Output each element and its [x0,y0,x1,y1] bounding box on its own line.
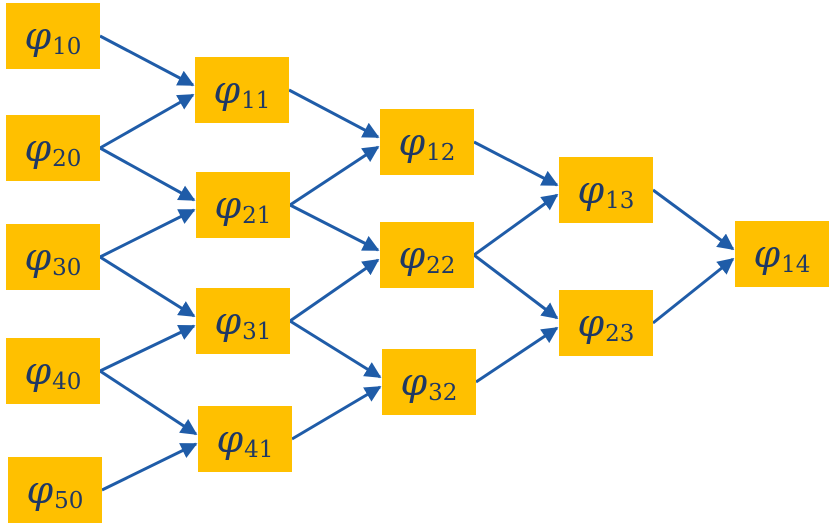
edge-phi50-phi41 [101,442,198,492]
edge-phi21-phi22 [289,203,380,252]
edge-phi13-phi14 [652,188,735,251]
phi-subscript: 21 [242,202,272,229]
edge-phi12-phi13 [473,140,559,187]
edge-phi20-phi21 [99,146,196,202]
phi-symbol: φ [753,232,781,276]
edge-phi23-phi14 [652,257,735,325]
phi-symbol: φ [24,349,52,393]
phi-subscript: 12 [426,139,456,166]
phi-subscript: 13 [605,187,635,214]
phi-symbol: φ [24,14,52,58]
phi-subscript: 32 [428,379,458,406]
phi-subscript: 10 [52,33,82,60]
edge-phi40-phi41 [99,369,198,436]
phi-subscript: 22 [426,252,456,279]
phi-symbol: φ [398,120,426,164]
edge-phi10-phi11 [99,34,195,87]
edge-phi41-phi32 [291,385,382,441]
phi-symbol: φ [26,468,54,512]
edge-phi32-phi23 [475,326,559,384]
phi-symbol: φ [400,360,428,404]
phi-subscript: 14 [781,251,811,278]
edge-phi40-phi31 [99,324,196,373]
phi-symbol: φ [398,233,426,277]
phi-symbol: φ [577,301,605,345]
edge-phi31-phi22 [289,258,380,323]
phi-symbol: φ [213,68,241,112]
phi-subscript: 31 [242,318,272,345]
phi-subscript: 50 [54,487,84,514]
phi-subscript: 11 [241,87,271,114]
phi-symbol: φ [24,235,52,279]
phi-subscript: 20 [52,145,82,172]
phi-symbol: φ [577,168,605,212]
phi-subscript: 41 [244,436,274,463]
phi-symbol: φ [214,183,242,227]
phi-subscript: 23 [605,320,635,347]
edge-phi22-phi23 [473,253,559,320]
edge-phi22-phi13 [473,193,559,257]
phi-subscript: 40 [52,368,82,395]
edge-phi21-phi12 [289,145,380,207]
edge-phi31-phi32 [289,319,382,379]
edge-phi11-phi12 [288,88,380,139]
edge-phi30-phi21 [99,208,196,259]
phi-symbol: φ [24,126,52,170]
phi-symbol: φ [214,299,242,343]
phi-symbol: φ [216,417,244,461]
edge-phi20-phi11 [99,93,195,150]
edge-phi30-phi31 [99,255,196,318]
phi-subscript: 30 [52,254,82,281]
